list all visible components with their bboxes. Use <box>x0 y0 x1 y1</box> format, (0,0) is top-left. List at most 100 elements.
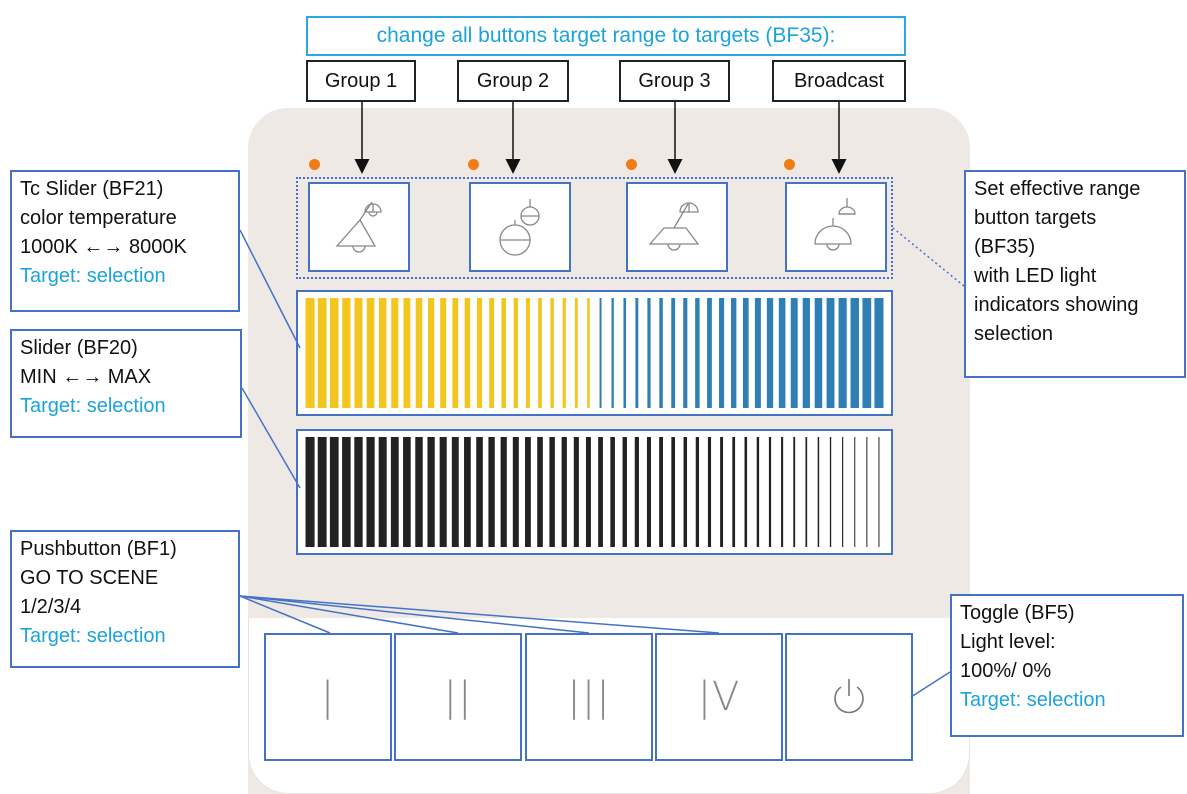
led-indicator-4 <box>784 159 795 170</box>
dim-slider[interactable] <box>296 429 893 555</box>
tc-slider-bar <box>623 298 627 408</box>
tc-slider-bar <box>427 298 435 408</box>
dim-slider-bar <box>476 437 483 547</box>
dim-slider-bar <box>707 437 712 547</box>
range-callout-line3: (BF35) <box>974 236 1036 258</box>
scene-4-button[interactable]: |V <box>655 633 783 761</box>
power-icon <box>834 679 864 714</box>
tc-callout-range: 1000K ←→ 8000K <box>20 236 187 258</box>
tc-slider-bar <box>317 298 327 408</box>
scene-2-label: || <box>443 674 473 720</box>
toggle-callout-title: Toggle (BF5) <box>960 602 1075 624</box>
tc-slider-bar <box>707 298 712 408</box>
tc-slider-bar <box>440 298 447 408</box>
broadcast-button[interactable] <box>785 182 887 272</box>
globe-lamp-icon <box>499 199 540 256</box>
dim-slider-bar <box>366 437 375 547</box>
header-title: change all buttons target range to targe… <box>306 16 906 56</box>
tc-slider-bar <box>354 298 363 408</box>
dim-slider-bar <box>500 437 507 547</box>
toggle-button[interactable] <box>785 633 913 761</box>
group-3-button[interactable] <box>626 182 728 272</box>
tc-slider-bar <box>464 298 471 408</box>
tc-slider-bars <box>305 298 884 408</box>
tc-slider-bar <box>538 298 542 408</box>
tc-slider-bar <box>826 298 835 408</box>
dim-slider-bar <box>756 437 760 547</box>
toggle-callout-target: Target: selection <box>960 689 1106 711</box>
group-1-button[interactable] <box>308 182 410 272</box>
pendant-lamp-icon <box>648 202 700 251</box>
tc-slider[interactable] <box>296 290 893 416</box>
dim-slider-bar <box>634 437 639 547</box>
tc-slider-bar <box>742 298 749 408</box>
tc-slider-bar <box>731 298 737 408</box>
group-3-label: Group 3 <box>619 60 730 102</box>
dim-slider-bar <box>805 437 808 547</box>
tc-slider-bar <box>814 298 823 408</box>
tc-slider-bar <box>778 298 786 408</box>
group-1-label: Group 1 <box>306 60 416 102</box>
tc-slider-bar <box>695 298 700 408</box>
scene-1-button[interactable]: | <box>264 633 392 761</box>
tc-slider-bar <box>874 298 884 408</box>
toggle-callout-levels: 100%/ 0% <box>960 660 1052 682</box>
tc-slider-bar <box>862 298 872 408</box>
tc-slider-bar <box>754 298 761 408</box>
dim-slider-bar <box>390 437 399 547</box>
dim-slider-bar <box>622 437 627 547</box>
dim-slider-bar <box>781 437 784 547</box>
tc-slider-bar <box>766 298 774 408</box>
dim-slider-bar <box>610 437 615 547</box>
tc-slider-bar <box>683 298 688 408</box>
dim-slider-bar <box>744 437 748 547</box>
toggle-callout: Toggle (BF5) Light level: 100%/ 0% Targe… <box>950 594 1184 737</box>
dim-slider-bar <box>512 437 519 547</box>
dim-slider-bar <box>732 437 736 547</box>
pushbutton-callout-scenes: 1/2/3/4 <box>20 596 82 618</box>
tc-callout-desc: color temperature <box>20 207 177 229</box>
tc-slider-bar <box>476 298 483 408</box>
tc-slider-bar <box>403 298 411 408</box>
tc-slider-bar <box>342 298 351 408</box>
dim-slider-bar <box>659 437 663 547</box>
dim-slider-bar <box>305 437 315 547</box>
dim-slider-bar <box>671 437 676 547</box>
led-indicator-1 <box>309 159 320 170</box>
group-2-button[interactable] <box>469 182 571 272</box>
tc-slider-bar <box>525 298 530 408</box>
dim-slider-bar <box>329 437 339 547</box>
dim-slider-bar <box>537 437 543 547</box>
slider-callout-range: MIN ←→ MAX <box>20 366 152 388</box>
pushbutton-callout-desc: GO TO SCENE <box>20 567 159 589</box>
slider-callout-target: Target: selection <box>20 395 166 417</box>
led-indicator-3 <box>626 159 637 170</box>
tc-slider-bar <box>513 298 518 408</box>
tc-slider-bar <box>671 298 676 408</box>
dim-slider-bar <box>683 437 688 547</box>
dim-slider-bar <box>573 437 579 547</box>
tc-slider-bar <box>659 298 663 408</box>
dim-slider-bar <box>378 437 387 547</box>
pushbutton-callout-title: Pushbutton (BF1) <box>20 538 177 560</box>
tc-slider-bar <box>391 298 399 408</box>
tc-slider-bar <box>850 298 859 408</box>
dim-slider-bar <box>720 437 724 547</box>
dim-slider-bar <box>561 437 567 547</box>
range-callout-line5: indicators showing <box>974 294 1139 316</box>
dim-slider-bar <box>525 437 531 547</box>
group-2-label: Group 2 <box>457 60 569 102</box>
pushbutton-callout: Pushbutton (BF1) GO TO SCENE 1/2/3/4 Tar… <box>10 530 240 668</box>
scene-3-label: ||| <box>567 674 611 720</box>
tc-slider-bar <box>647 298 651 408</box>
range-callout: Set effective range button targets (BF35… <box>964 170 1186 378</box>
dim-slider-bar <box>403 437 411 547</box>
toggle-callout-desc: Light level: <box>960 631 1056 653</box>
tc-slider-bar <box>501 298 506 408</box>
scene-2-button[interactable]: || <box>394 633 522 761</box>
tc-slider-bar <box>574 298 578 408</box>
scene-3-button[interactable]: ||| <box>525 633 653 761</box>
scene-4-label: |V <box>697 674 741 720</box>
tc-callout-target: Target: selection <box>20 265 166 287</box>
dim-slider-bar <box>829 437 832 547</box>
